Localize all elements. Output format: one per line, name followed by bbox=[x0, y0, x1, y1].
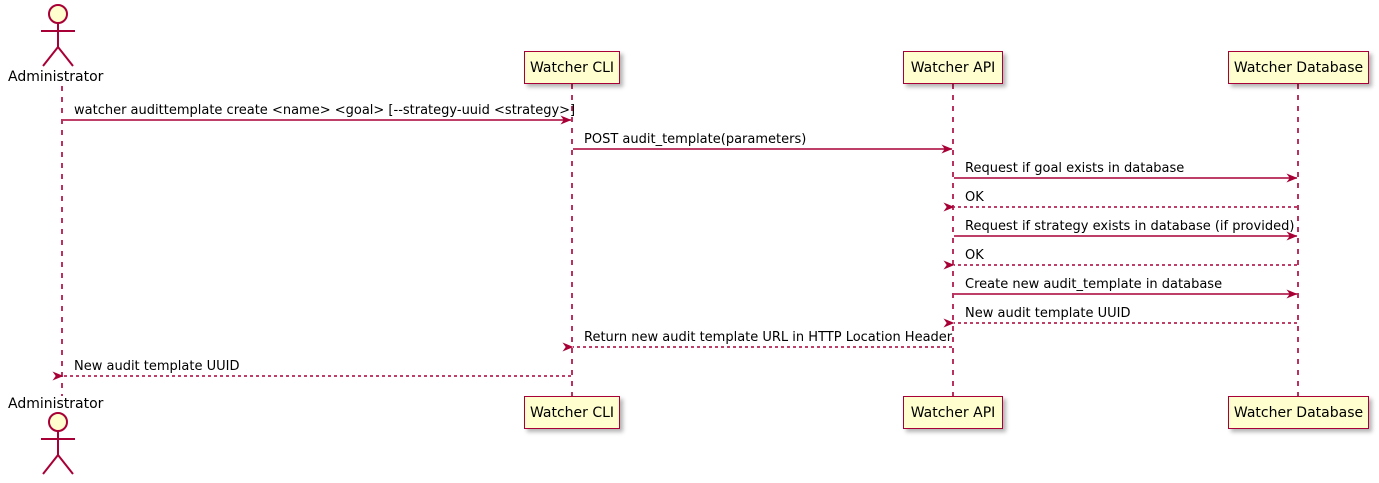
participant-watcher-api-top[interactable]: Watcher API bbox=[903, 51, 1003, 84]
participant-watcher-cli-bottom[interactable]: Watcher CLI bbox=[524, 396, 620, 429]
participant-watcher-api-bottom[interactable]: Watcher API bbox=[903, 396, 1003, 429]
message-label-8: New audit template UUID bbox=[965, 306, 1131, 321]
message-label-9: Return new audit template URL in HTTP Lo… bbox=[584, 330, 953, 345]
participant-watcher-database-bottom[interactable]: Watcher Database bbox=[1228, 396, 1369, 429]
participant-watcher-cli-top[interactable]: Watcher CLI bbox=[524, 51, 620, 84]
actor-administrator-bottom-icon bbox=[41, 412, 75, 475]
message-label-1: watcher audittemplate create <name> <goa… bbox=[74, 103, 576, 118]
actor-name: Administrator bbox=[8, 396, 104, 412]
message-label-3: Request if goal exists in database bbox=[965, 161, 1185, 176]
participant-label: Watcher Database bbox=[1233, 404, 1364, 421]
message-label-2: POST audit_template(parameters) bbox=[584, 132, 807, 147]
message-label-7: Create new audit_template in database bbox=[965, 277, 1223, 292]
participant-label: Watcher CLI bbox=[529, 404, 615, 421]
participant-watcher-database-top[interactable]: Watcher Database bbox=[1228, 51, 1369, 84]
actor-label-administrator-top: Administrator bbox=[8, 69, 103, 85]
participant-label: Watcher Database bbox=[1233, 59, 1364, 76]
actor-label-administrator-bottom: Administrator bbox=[8, 396, 103, 412]
actor-name: Administrator bbox=[8, 69, 104, 85]
message-label-6: OK bbox=[965, 248, 984, 263]
message-label-4: OK bbox=[965, 190, 984, 205]
participant-label: Watcher API bbox=[910, 404, 996, 421]
participant-label: Watcher API bbox=[910, 59, 996, 76]
actor-administrator-top-icon bbox=[41, 4, 75, 67]
participant-label: Watcher CLI bbox=[529, 59, 615, 76]
message-label-10: New audit template UUID bbox=[74, 359, 240, 374]
message-label-5: Request if strategy exists in database (… bbox=[965, 219, 1295, 234]
message-arrows bbox=[52, 115, 1298, 381]
lifelines bbox=[61, 84, 1299, 396]
